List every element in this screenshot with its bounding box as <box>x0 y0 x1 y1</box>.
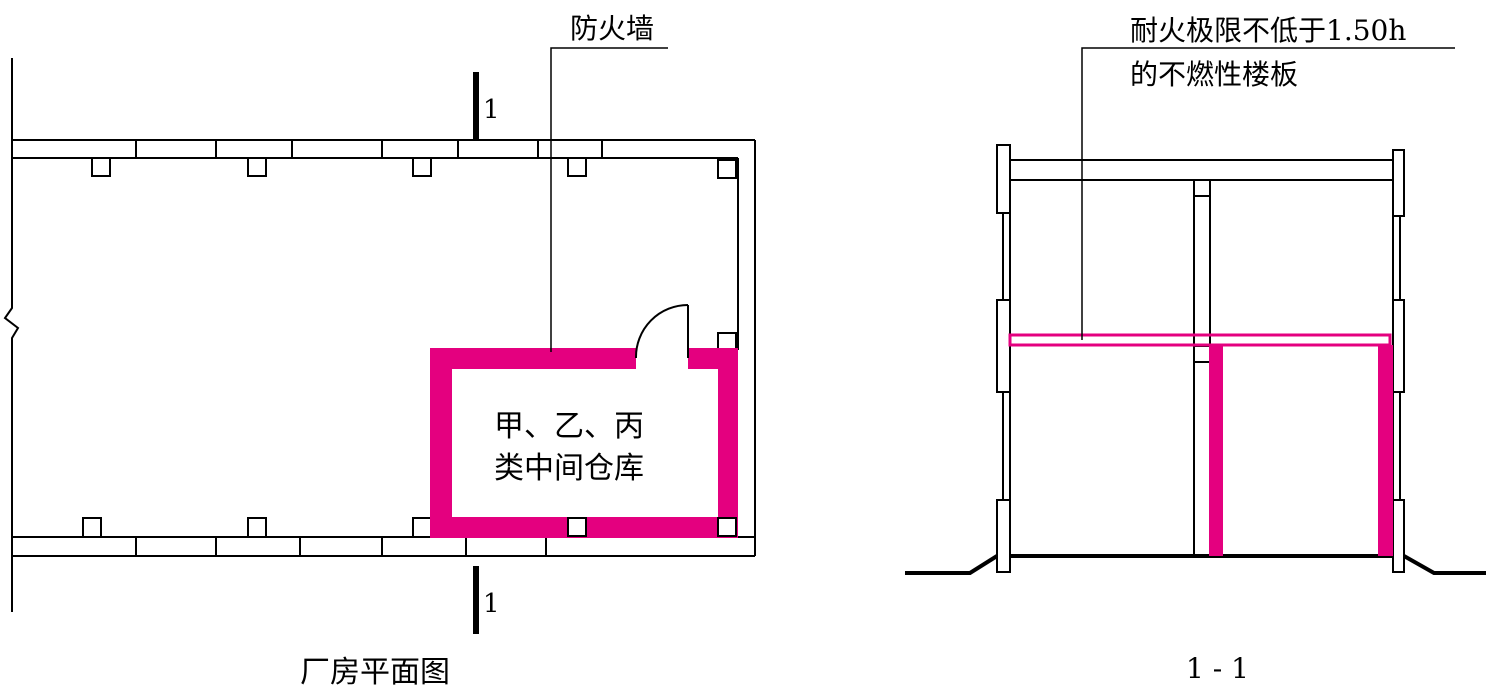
floor-label-line2: 的不燃性楼板 <box>1130 58 1298 91</box>
plan-caption: 厂房平面图 <box>300 655 450 688</box>
firewall-leader-line <box>550 47 668 352</box>
plan-column <box>567 157 587 177</box>
plan-door-swing-arc <box>634 304 689 359</box>
plan-column <box>82 517 102 538</box>
section-ground-left <box>905 554 999 575</box>
section-fire-wall-right <box>1378 345 1393 556</box>
plan-bottom-pier <box>215 536 301 557</box>
floor-leader-line <box>1081 47 1455 340</box>
section-right-pier <box>1392 499 1405 573</box>
floor-label-line1: 耐火极限不低于1.50h <box>1130 14 1406 47</box>
section-fire-wall-left <box>1209 345 1223 556</box>
section-left-pier <box>996 299 1011 393</box>
plan-column <box>412 517 432 538</box>
plan-bottom-pier <box>11 536 137 557</box>
plan-view <box>3 58 756 634</box>
plan-section-mark-top: 1 <box>483 95 500 125</box>
firewall-top-left <box>430 348 636 369</box>
plan-firewall <box>430 348 738 538</box>
plan-column <box>247 157 267 177</box>
warehouse-label-line2: 类中间仓库 <box>494 451 644 486</box>
section-middle-beam-stub <box>1193 345 1211 363</box>
plan-column <box>567 517 587 537</box>
section-right-pier <box>1392 299 1405 393</box>
section-right-pier <box>1392 149 1405 217</box>
plan-column <box>412 157 432 177</box>
firewall-right <box>718 348 738 538</box>
plan-top-pier <box>381 139 459 159</box>
plan-column <box>247 517 267 538</box>
warehouse-label-line1: 甲、乙、丙 <box>494 409 644 444</box>
section-view <box>905 144 1486 575</box>
section-left-pier <box>996 499 1011 573</box>
plan-column <box>91 157 111 177</box>
plan-column <box>717 517 737 537</box>
firewall-left <box>430 348 452 538</box>
section-middle-beam-stub <box>1193 179 1211 197</box>
section-fire-floor-slab <box>1008 333 1392 347</box>
plan-top-pier <box>537 139 603 159</box>
section-left-pier <box>996 144 1011 214</box>
plan-section-mark-bottom: 1 <box>483 589 500 619</box>
plan-bottom-pier <box>381 536 467 557</box>
plan-column <box>717 332 737 351</box>
section-fire-elements <box>1008 333 1393 556</box>
firewall-label: 防火墙 <box>570 12 654 45</box>
plan-top-pier <box>215 139 293 159</box>
section-caption: 1 - 1 <box>1186 652 1249 685</box>
section-roof-slab <box>1009 159 1394 181</box>
plan-break-line <box>3 58 20 612</box>
plan-top-pier <box>11 139 137 159</box>
plan-column <box>717 159 737 179</box>
section-ground-right <box>1403 554 1486 575</box>
